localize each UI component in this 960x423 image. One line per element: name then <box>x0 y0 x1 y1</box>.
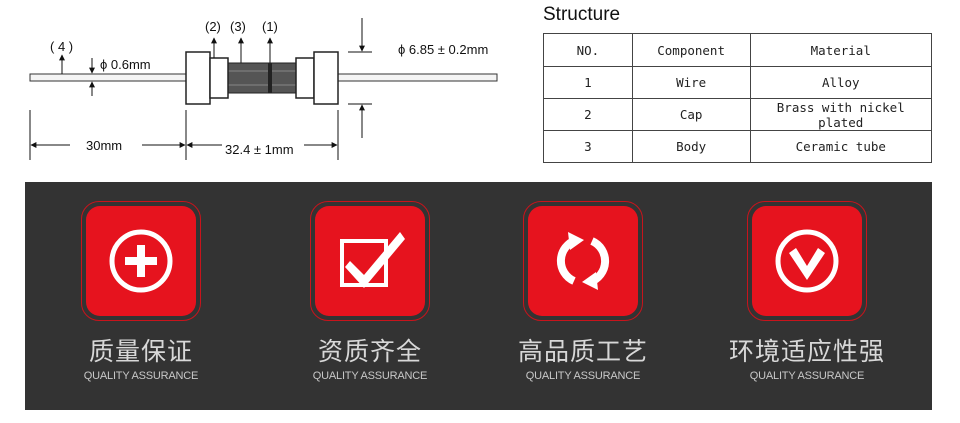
feature-subtitle: QUALITY ASSURANCE <box>525 370 641 382</box>
header-material: Material <box>749 33 933 67</box>
badge-frame <box>81 201 201 321</box>
chevron-down-circle-icon <box>752 206 862 316</box>
label-body-diameter: ϕ 6.85 ± 0.2mm <box>398 42 488 57</box>
structure-title: Structure <box>543 4 621 25</box>
feature-title: 环境适应性强 <box>728 337 885 366</box>
features-panel: 质量保证 QUALITY ASSURANCE 资质齐全 QUALITY ASSU… <box>25 182 932 410</box>
label-part-4: ( 4 ) <box>50 39 73 54</box>
feature-adaptability: 环境适应性强 QUALITY ASSURANCE <box>707 182 907 410</box>
feature-subtitle: QUALITY ASSURANCE <box>312 370 428 382</box>
cap-step-left <box>209 57 229 99</box>
header-component: Component <box>631 33 751 67</box>
cell-no: 3 <box>543 130 633 163</box>
feature-quality: 质量保证 QUALITY ASSURANCE <box>41 182 241 410</box>
end-cap-right <box>313 51 339 105</box>
cap-step-right <box>295 57 315 99</box>
cell-component: Cap <box>631 98 751 131</box>
structure-table: NO. Component Material 1 Wire Alloy 2 Ca… <box>543 33 933 163</box>
feature-certified: 资质齐全 QUALITY ASSURANCE <box>270 182 470 410</box>
feature-title: 质量保证 <box>88 337 193 366</box>
label-part-2: (2) <box>205 19 221 34</box>
badge-frame <box>747 201 867 321</box>
checkbox-check-icon <box>315 206 425 316</box>
label-part-1: (1) <box>262 19 278 34</box>
cell-material: Ceramic tube <box>749 130 933 163</box>
cell-component: Body <box>631 130 751 163</box>
label-wire-diameter: ϕ 0.6mm <box>100 57 151 72</box>
fuse-dimension-diagram: ( 4 ) (2) (3) (1) ϕ 0.6mm ϕ 6.85 ± 0.2mm… <box>29 18 498 160</box>
table-row: 1 Wire Alloy <box>543 66 933 99</box>
cell-no: 2 <box>543 98 633 131</box>
feature-title: 高品质工艺 <box>517 337 648 366</box>
badge-frame <box>523 201 643 321</box>
ceramic-body <box>227 62 297 94</box>
table-row: 2 Cap Brass with nickel plated <box>543 98 933 131</box>
label-body-length: 32.4 ± 1mm <box>225 142 294 157</box>
cell-component: Wire <box>631 66 751 99</box>
plus-circle-icon <box>86 206 196 316</box>
label-part-3: (3) <box>230 19 246 34</box>
feature-craftsmanship: 高品质工艺 QUALITY ASSURANCE <box>483 182 683 410</box>
table-row: 3 Body Ceramic tube <box>543 130 933 163</box>
badge-frame <box>310 201 430 321</box>
header-no: NO. <box>543 33 633 67</box>
label-lead-length: 30mm <box>86 138 122 153</box>
refresh-arrows-icon <box>528 206 638 316</box>
feature-subtitle: QUALITY ASSURANCE <box>83 370 199 382</box>
inner-element <box>268 63 272 93</box>
feature-title: 资质齐全 <box>317 337 422 366</box>
end-cap-left <box>185 51 211 105</box>
cell-material: Alloy <box>749 66 933 99</box>
cell-material: Brass with nickel plated <box>749 98 933 131</box>
table-header-row: NO. Component Material <box>543 33 933 67</box>
feature-subtitle: QUALITY ASSURANCE <box>749 370 865 382</box>
cell-no: 1 <box>543 66 633 99</box>
